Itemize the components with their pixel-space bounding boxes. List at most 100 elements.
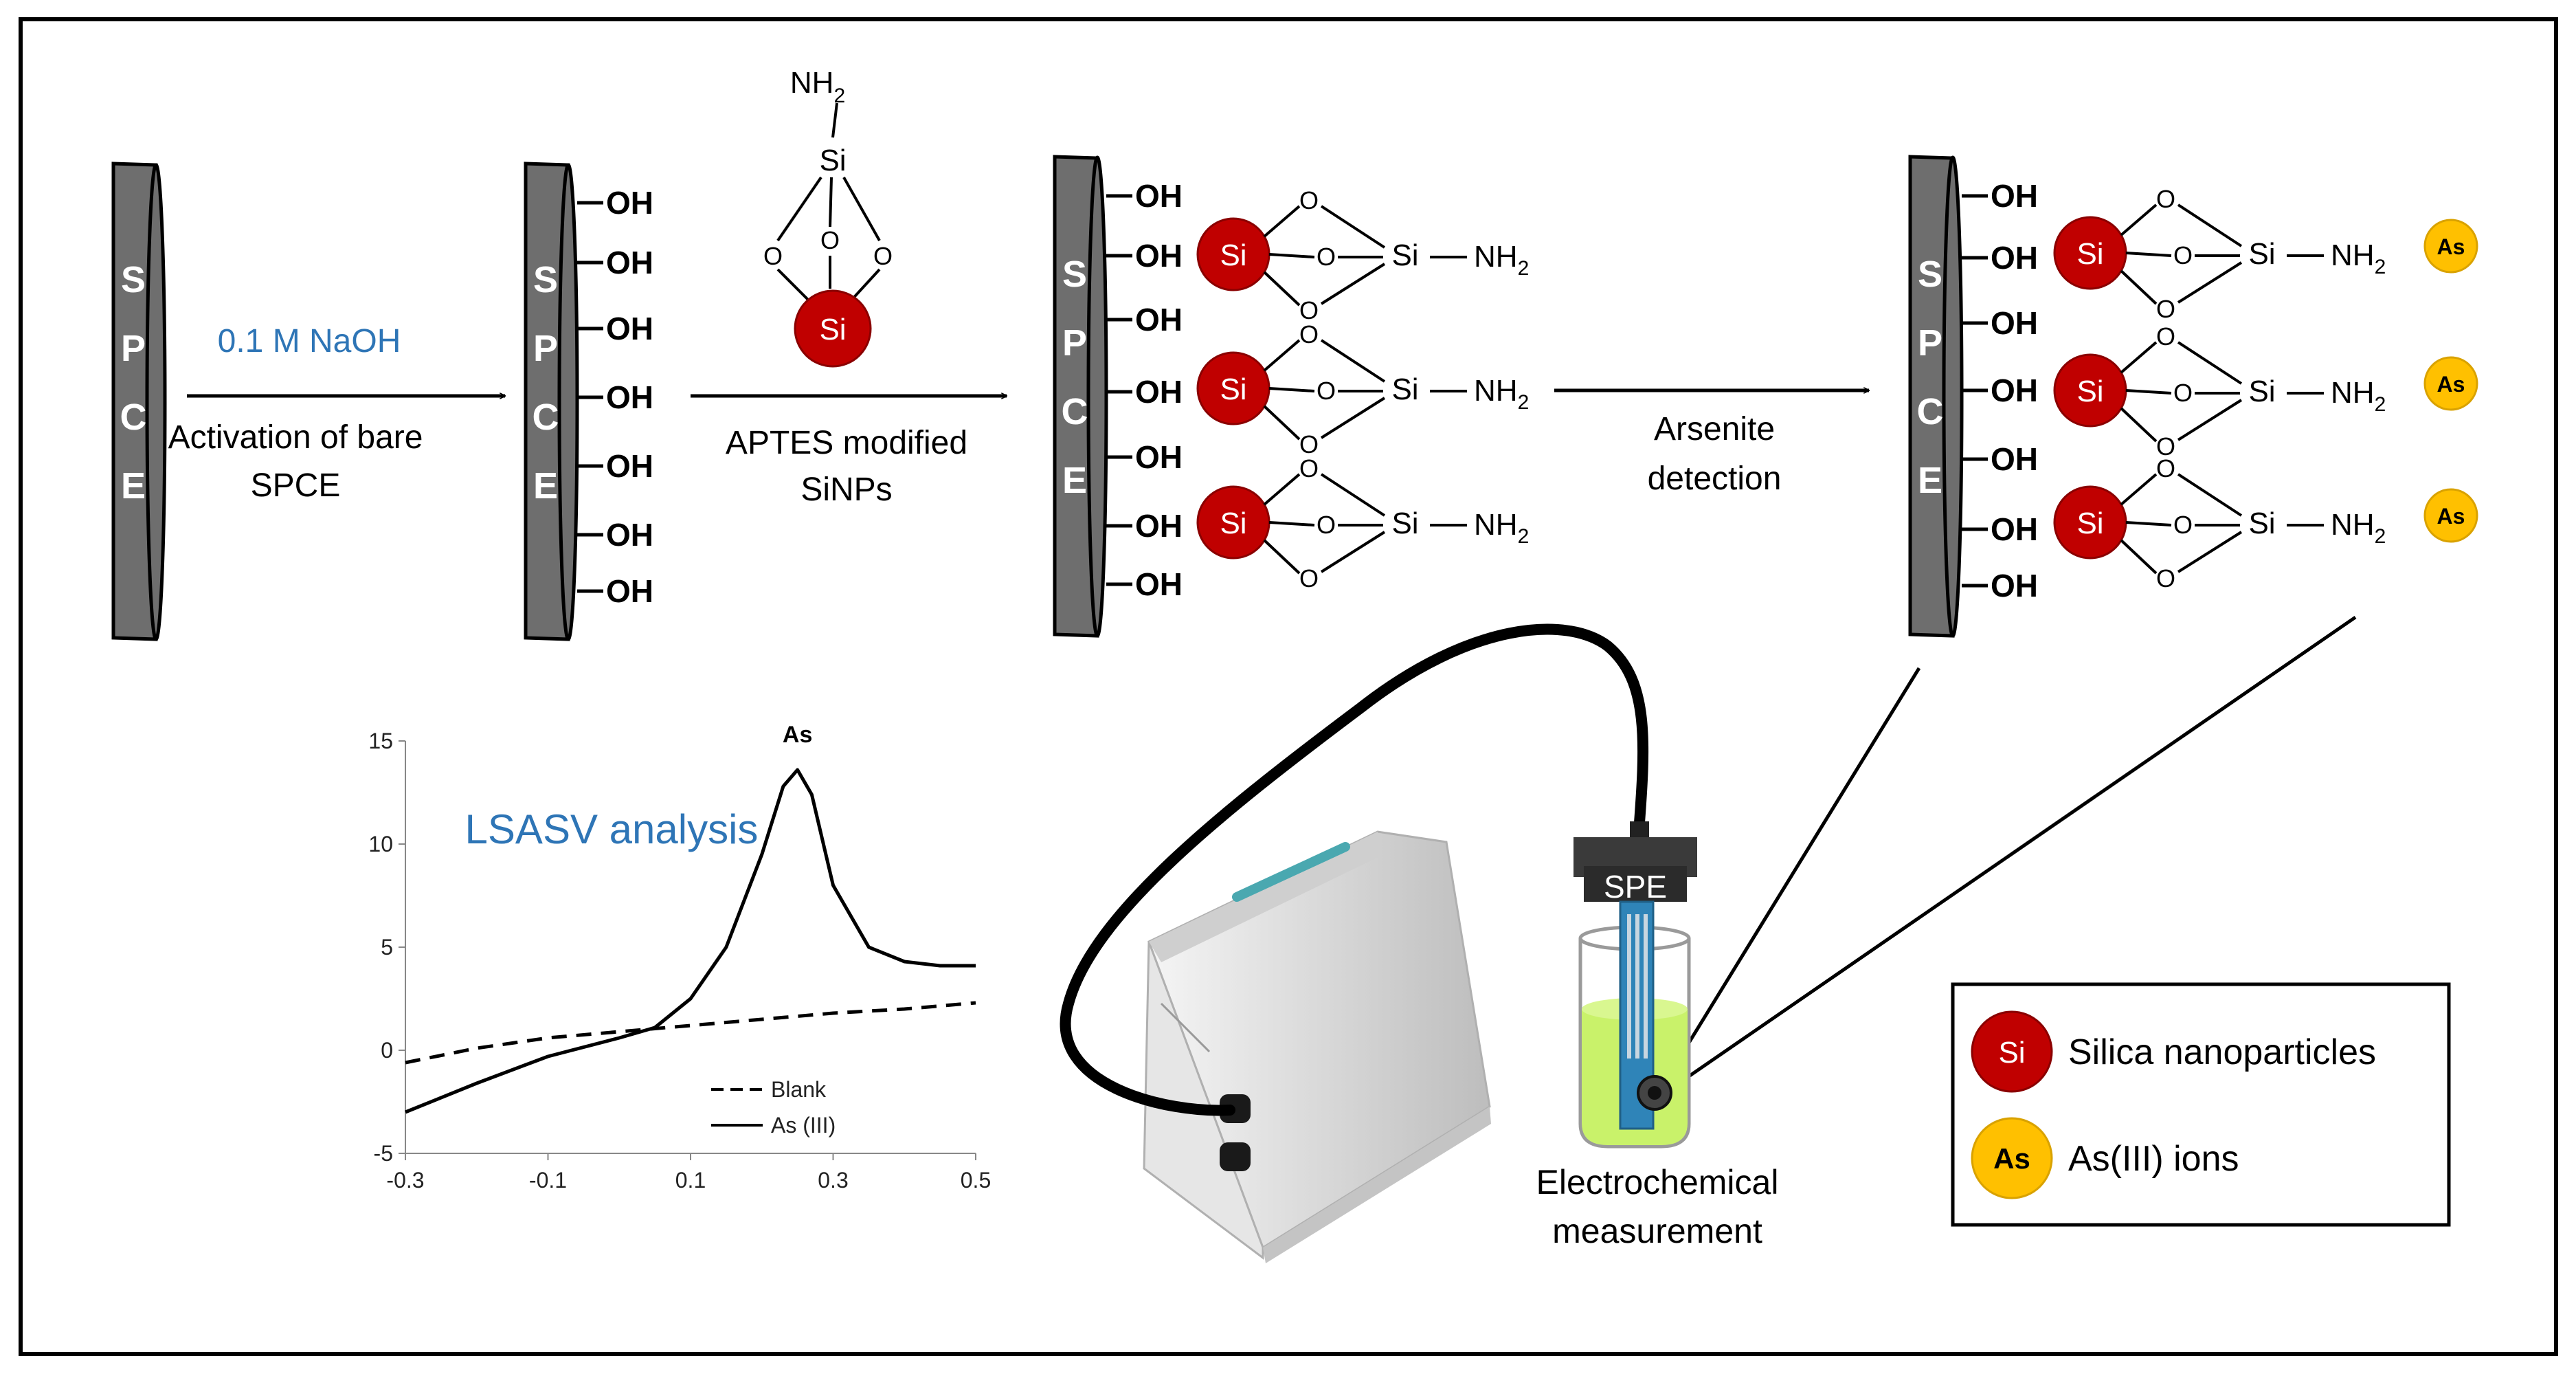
electrode-letter: P: [121, 328, 146, 369]
amine-label: NH2: [1474, 240, 1529, 280]
hydroxyl-label: OH: [1135, 178, 1183, 214]
amine-label: NH2: [2331, 376, 2386, 416]
hydroxyl-label: OH: [1135, 238, 1183, 274]
zoom-line-left: [1659, 667, 1921, 1089]
y-tick-label: 5: [381, 935, 393, 960]
svg-text:Si: Si: [1220, 239, 1246, 272]
svg-text:As: As: [1993, 1142, 2030, 1175]
electrode-holder-cap: [1584, 866, 1687, 902]
svg-text:Si: Si: [1220, 507, 1246, 540]
svg-text:O: O: [2173, 241, 2193, 269]
hydroxyl-label: OH: [1135, 374, 1183, 410]
x-tick-label: 0.3: [818, 1168, 848, 1193]
svg-text:As: As: [2437, 372, 2465, 397]
svg-text:O: O: [2156, 454, 2175, 483]
amine-label: NH2: [2331, 239, 2386, 278]
svg-text:O: O: [2156, 322, 2175, 351]
species-legend: Si Silica nanoparticles As As(III) ions: [1951, 982, 2451, 1227]
svg-text:O: O: [1299, 186, 1319, 214]
y-tick-label: 0: [381, 1038, 393, 1063]
hydroxyl-label: OH: [606, 573, 653, 609]
hydroxyl-label: OH: [1135, 439, 1183, 475]
svg-text:Si: Si: [1998, 1036, 2025, 1070]
svg-text:Si: Si: [1220, 373, 1246, 406]
legend-arsenic-label: As(III) ions: [2068, 1139, 2239, 1179]
svg-text:Si: Si: [1391, 239, 1418, 272]
svg-text:O: O: [1317, 511, 1336, 539]
electrode-letter: P: [1062, 322, 1087, 364]
naoh-reagent-label: 0.1 M NaOH: [218, 323, 401, 359]
hydroxyl-label: OH: [1991, 178, 2038, 214]
hydroxyl-label: OH: [606, 379, 653, 415]
potentiostat-device: [1143, 830, 1491, 1263]
series-line-blank: [405, 1001, 976, 1065]
svg-text:O: O: [1317, 377, 1336, 405]
legend-entry-label: As (III): [771, 1113, 836, 1138]
electrode-letter: E: [1918, 460, 1942, 501]
electrode-letter: E: [1062, 460, 1087, 501]
arsenic-ion-icon: [2423, 356, 2478, 411]
legend-arsenic-icon: [1971, 1117, 2053, 1199]
electrode-letter: S: [533, 259, 558, 300]
hydroxyl-label: OH: [1991, 305, 2038, 341]
svg-text:O: O: [1299, 320, 1319, 348]
legend-entry-label: Blank: [771, 1077, 827, 1102]
amine-label: NH2: [1474, 508, 1529, 548]
electrode-cable: [1060, 623, 1649, 1116]
cell-cap-label: SPE: [1604, 869, 1667, 905]
hydroxyl-label: OH: [1991, 441, 2038, 477]
detection-label-line1: Arsenite: [1654, 411, 1775, 447]
electrochemical-cell: SPE: [1573, 837, 1697, 1149]
svg-text:O: O: [763, 242, 783, 270]
svg-text:O: O: [2156, 432, 2175, 461]
y-tick-label: 15: [368, 729, 393, 753]
svg-text:Si: Si: [2248, 375, 2275, 408]
electrode-letter: E: [533, 465, 558, 507]
svg-text:Si: Si: [1391, 373, 1418, 406]
electrode-letter: E: [121, 465, 146, 507]
functionalization-label-line1: APTES modified: [726, 425, 967, 461]
hydroxyl-label: OH: [606, 185, 653, 221]
electrode-letter: S: [1918, 254, 1942, 295]
hydroxyl-label: OH: [1991, 373, 2038, 408]
hydroxyl-label: OH: [1991, 568, 2038, 603]
svg-text:O: O: [1299, 564, 1319, 592]
electrode-letter: C: [533, 397, 559, 438]
amine-label: NH2: [2331, 508, 2386, 548]
svg-text:O: O: [2156, 185, 2175, 213]
hydroxyl-label: OH: [1135, 302, 1183, 337]
svg-text:As: As: [2437, 234, 2465, 259]
activation-label-line2: SPCE: [251, 467, 341, 504]
zoom-line-right: [1661, 615, 2357, 1096]
chart-legend: Blank As (III): [711, 1077, 836, 1138]
device-power-port: [1220, 1142, 1251, 1171]
hydroxyl-label: OH: [1135, 566, 1183, 602]
svg-text:O: O: [2173, 379, 2193, 407]
svg-text:Si: Si: [2076, 375, 2103, 408]
hydroxyl-label: OH: [1135, 508, 1183, 544]
chart-series: [405, 768, 976, 1114]
svg-text:O: O: [873, 242, 893, 270]
svg-text:O: O: [2156, 564, 2175, 592]
hydroxyl-label: OH: [606, 245, 653, 280]
svg-text:Si: Si: [819, 313, 846, 346]
svg-text:O: O: [820, 226, 840, 254]
arsenic-ion-icon: [2423, 219, 2478, 274]
legend-silica-icon: [1971, 1010, 2053, 1093]
svg-text:O: O: [1299, 454, 1319, 483]
functionalization-label-line2: SiNPs: [800, 472, 892, 508]
hydroxyl-label: OH: [1991, 240, 2038, 276]
measurement-label-line1: Electrochemical: [1536, 1163, 1779, 1201]
x-tick-label: 0.5: [961, 1168, 991, 1193]
